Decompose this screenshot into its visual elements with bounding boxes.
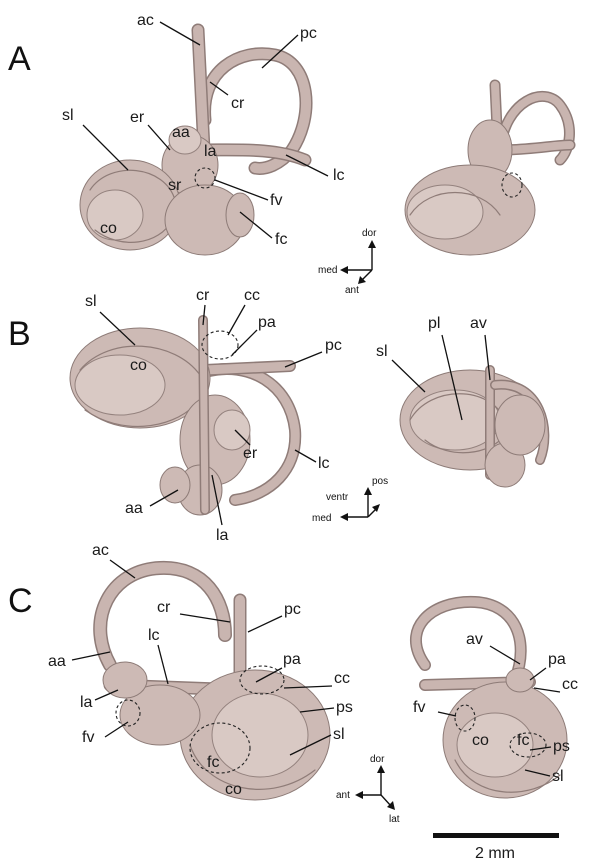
label-b-cc: cc	[244, 287, 260, 304]
panel-label-b: B	[8, 315, 31, 353]
label-c-cc2: cc	[562, 676, 578, 693]
axis-c-ant: ant	[336, 790, 350, 801]
label-a-er: er	[130, 109, 145, 126]
leader-b-pa	[232, 330, 257, 355]
scale-bar-line	[433, 833, 559, 838]
label-b-av: av	[470, 315, 487, 332]
label-b-cr: cr	[196, 287, 210, 304]
label-b-pa: pa	[258, 314, 276, 331]
scale-bar-label: 2 mm	[475, 845, 515, 862]
orientation-a: dor med ant	[318, 228, 377, 296]
panel-c: C	[8, 542, 578, 825]
leader-a-sl	[83, 125, 128, 170]
specimen-a-right	[405, 85, 570, 255]
label-b-pc: pc	[325, 337, 342, 354]
label-c-co: co	[225, 781, 242, 798]
label-a-aa: aa	[172, 124, 190, 141]
label-c-ps: ps	[336, 699, 353, 716]
label-a-fv: fv	[270, 192, 282, 209]
label-c-la: la	[80, 694, 93, 711]
specimen-b-left	[70, 320, 295, 515]
panel-label-c: C	[8, 582, 33, 620]
specimen-b-right	[400, 370, 545, 487]
axis-c-lat: lat	[389, 814, 400, 825]
label-a-lc: lc	[333, 167, 345, 184]
label-a-co: co	[100, 220, 117, 237]
label-c-pc: pc	[284, 601, 301, 618]
leader-b-pc	[285, 352, 322, 367]
orientation-c: dor ant lat	[336, 754, 400, 825]
label-a-ac: ac	[137, 12, 154, 29]
leader-a-er	[148, 125, 170, 150]
label-b-er: er	[243, 445, 258, 462]
scale-bar: 2 mm	[433, 833, 559, 862]
axis-b-med: med	[312, 513, 331, 524]
label-c-av: av	[466, 631, 483, 648]
leader-b-cc	[228, 305, 245, 335]
label-c-ac: ac	[92, 542, 109, 559]
label-b-sl: sl	[85, 293, 97, 310]
axis-a-med: med	[318, 265, 337, 276]
label-c-fc2: fc	[517, 732, 529, 749]
label-b-sl2: sl	[376, 343, 388, 360]
axis-a-dor: dor	[362, 228, 377, 239]
label-c-fv: fv	[82, 729, 94, 746]
label-c-cr: cr	[157, 599, 171, 616]
label-b-aa: aa	[125, 500, 143, 517]
label-c-fv2: fv	[413, 699, 425, 716]
label-c-pa: pa	[283, 651, 301, 668]
label-a-pc: pc	[300, 25, 317, 42]
panel-b: B	[8, 287, 545, 544]
label-c-ps2: ps	[553, 738, 570, 755]
panel-label-a: A	[8, 40, 31, 78]
label-c-sl2: sl	[552, 768, 564, 785]
label-c-fc: fc	[207, 754, 219, 771]
label-b-pl: pl	[428, 315, 440, 332]
leader-c-pc	[248, 616, 282, 632]
label-c-sl: sl	[333, 726, 345, 743]
label-b-co: co	[130, 357, 147, 374]
axis-a-ant: ant	[345, 285, 359, 296]
axis-b-ventr: ventr	[326, 492, 349, 503]
label-a-la: la	[204, 143, 217, 160]
label-a-cr: cr	[231, 95, 245, 112]
label-a-sr: sr	[168, 177, 182, 194]
label-c-lc: lc	[148, 627, 160, 644]
panel-a: A	[8, 12, 570, 296]
label-c-cc: cc	[334, 670, 350, 687]
label-c-co2: co	[472, 732, 489, 749]
label-a-sl: sl	[62, 107, 74, 124]
axis-b-pos: pos	[372, 476, 388, 487]
specimen-c-right	[416, 602, 567, 798]
label-a-fc: fc	[275, 231, 287, 248]
label-b-lc: lc	[318, 455, 330, 472]
label-b-la: la	[216, 527, 229, 544]
label-c-pa2: pa	[548, 651, 566, 668]
orientation-b: pos ventr med	[312, 476, 388, 524]
leader-c-lc	[158, 645, 168, 684]
axis-c-dor: dor	[370, 754, 385, 765]
label-c-aa: aa	[48, 653, 66, 670]
leader-b-sl2	[392, 360, 425, 392]
